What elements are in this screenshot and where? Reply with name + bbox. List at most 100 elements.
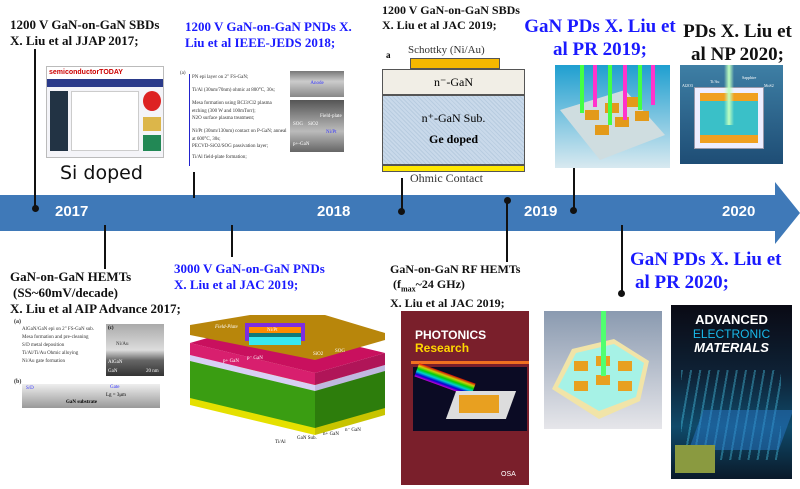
gate-label: Gate (110, 385, 120, 390)
cover-title: PHOTONICS (415, 328, 487, 342)
label-line: X. Liu et al JJAP 2017; (10, 33, 139, 48)
photonics-research-cover: PHOTONICS Research OSA (401, 311, 529, 485)
hexagonal-pd-illustration (544, 311, 662, 429)
pd-2020-pr-label: GaN PDs X. Liu et al PR 2020; (630, 248, 781, 294)
year-2018: 2018 (317, 203, 351, 220)
nipt-label: Ni/Pt (326, 130, 337, 135)
substrate-label: n⁺-GaN Sub. (421, 111, 486, 125)
label-line: GaN PDs X. Liu et (524, 16, 676, 37)
timeline-dot (398, 208, 405, 215)
text: max (401, 284, 416, 294)
label-line: X. Liu et al JAC 2019; (390, 296, 505, 311)
pd-2019-label: GaN PDs X. Liu et al PR 2019; (519, 15, 681, 61)
scale-bar-label: 20 nm (146, 369, 159, 374)
panel-label: (a) (14, 319, 21, 325)
timeline-dot (504, 197, 511, 204)
fmax-line: (fmax~24 GHz) (390, 277, 520, 296)
mos2-label: MoS2 (764, 83, 774, 88)
label-line: 1200 V GaN-on-GaN SBDs (10, 17, 160, 32)
label-line: X. Liu et al AIP Advance 2017; (10, 301, 181, 316)
field-plate-label: Field-Plate (214, 325, 239, 330)
pnd-process-flow-figure: (a) PN epi layer on 2" FS-GaN; Ti/Al (30… (180, 68, 348, 168)
connector (573, 168, 575, 212)
schottky-label: Schottky (Ni/Au) (408, 44, 485, 56)
sbd-2017-label: 1200 V GaN-on-GaN SBDs X. Liu et al JJAP… (10, 17, 159, 49)
panel-label: a (386, 50, 391, 60)
p-minus-gan-label: p⁻ GaN (247, 356, 263, 361)
panel-label: (c) (108, 326, 114, 331)
process-step: N2O surface plasma treatment; (192, 116, 255, 121)
sapphire-label: Sapphire (742, 75, 757, 80)
pnd-2018-label: 1200 V GaN-on-GaN PNDs X. Liu et al IEEE… (185, 19, 352, 51)
timeline-dot (32, 205, 39, 212)
tial-label: Ti/Al (275, 440, 286, 445)
process-step: Mesa formation and pre-cleaning (22, 335, 89, 340)
process-step: Ti/Al (30nm/70nm) ohmic at 800°C, 30s; (192, 88, 275, 93)
process-step: AlGaN/GaN epi on 2" FS-GaN sub. (22, 327, 95, 332)
label-line: X. Liu et al JAC 2019; (174, 277, 299, 292)
process-step: PN epi layer on 2" FS-GaN; (192, 75, 249, 80)
sd-label: S/D (26, 386, 34, 391)
process-step: Ni/Pt (30nm/130nm) contact on P-GaN; ann… (192, 129, 287, 142)
label-line: al PR 2020; (635, 272, 729, 293)
pd-2020-np-label: PDs X. Liu et al NP 2020; (680, 20, 795, 66)
p-plus-gan-label: p+ GaN (223, 359, 239, 364)
pd-array-illustration (555, 65, 670, 168)
year-2017: 2017 (55, 203, 89, 220)
hemt-process-figure: (a) AlGaN/GaN epi on 2" FS-GaN sub. Mesa… (14, 318, 164, 408)
substrate-layer: n⁺-GaN Sub. Ge doped (382, 95, 525, 165)
label-line: al PR 2019; (553, 39, 647, 60)
substrate-label: GaN substrate (66, 400, 97, 405)
algan-label: AlGaN (108, 360, 123, 365)
gate-length-label: Lg = 3μm (106, 393, 126, 398)
label-line: GaN-on-GaN HEMTs (10, 269, 132, 284)
sog-label: SOG (335, 349, 345, 354)
process-step: Ti/Al/Ti/Au Ohmic alloying (22, 351, 79, 356)
hemt-2017-label: GaN-on-GaN HEMTs (SS~60mV/decade) X. Liu… (10, 269, 181, 317)
pnd-3d-structure-diagram: Field-Plate Ni/Pt p+ GaN p⁻ GaN SiO2 SOG… (190, 315, 385, 445)
pgan-label: p+-GaN (293, 142, 310, 147)
connector (193, 172, 195, 198)
text: (f (393, 277, 401, 291)
sbd-2019-label: 1200 V GaN-on-GaN SBDs X. Liu et al JAC … (382, 3, 520, 33)
n-minus-gan-label: n⁻ GaN (345, 428, 361, 433)
label-line: (SS~60mV/decade) (13, 285, 118, 300)
tiau-label: Ti/Au (710, 79, 720, 84)
year-2019: 2019 (524, 203, 558, 220)
panel-label: (b) (14, 379, 22, 385)
ge-doped-label: Ge doped (428, 132, 478, 146)
process-step: PECVD-SiO2/SOG passivation layer; (192, 144, 269, 149)
field-plate-label: Field-plate (320, 114, 342, 119)
gan-label: GaN (108, 369, 118, 374)
n-gan-layer: n⁻-GaN (382, 69, 525, 95)
connector (401, 178, 403, 213)
niau-label: Ni/Au (116, 342, 129, 347)
mos2-photodetector-illustration: Ti/Au Sapphire Al2O3 MoS2 (680, 65, 783, 164)
n-plus-gan-label: n+ GaN (323, 432, 339, 437)
cover-title: MATERIALS (694, 340, 769, 355)
panel-label: (a) (180, 71, 186, 76)
label-line: al NP 2020; (691, 44, 784, 65)
semiconductor-today-screenshot: semiconductorTODAY (46, 66, 164, 158)
cover-title: ADVANCED (695, 312, 768, 327)
label-line: Liu et al IEEE-JEDS 2018; (185, 35, 336, 50)
label-line: 3000 V GaN-on-GaN PNDs (174, 261, 325, 276)
process-step: Mesa formation using BCl3/Cl2 plasma etc… (192, 101, 272, 114)
connector (506, 202, 508, 262)
timeline-dot (570, 207, 577, 214)
connector (34, 49, 36, 209)
al2o3-label: Al2O3 (682, 83, 693, 88)
text: ~24 GHz) (415, 277, 465, 291)
timeline-dot (618, 290, 625, 297)
si-doped-caption: Si doped (60, 162, 143, 184)
label-line: GaN-on-GaN RF HEMTs (390, 262, 521, 276)
anode-label: Anode (290, 71, 344, 97)
cover-title: ELECTRONIC (692, 327, 771, 341)
process-step: Ni/Au gate formation (22, 359, 66, 364)
label-line: PDs X. Liu et (683, 21, 792, 42)
label-line: 1200 V GaN-on-GaN PNDs X. (185, 19, 352, 34)
connector (621, 225, 623, 293)
osa-logo-text: OSA (501, 471, 516, 478)
year-2020: 2020 (722, 203, 756, 220)
sbd-cross-section-diagram: a Schottky (Ni/Au) n⁻-GaN n⁺-GaN Sub. Ge… (382, 44, 527, 186)
